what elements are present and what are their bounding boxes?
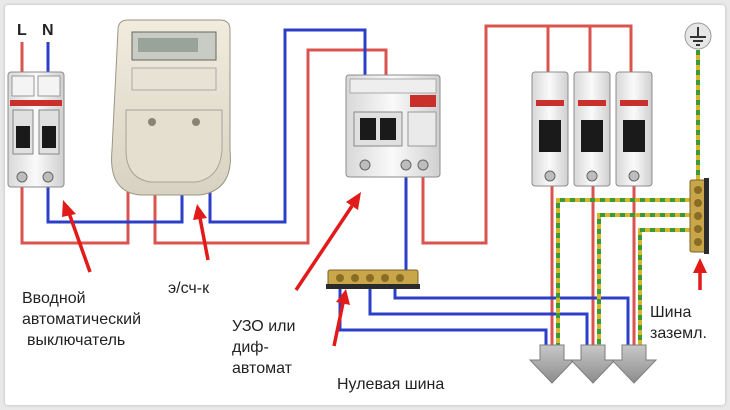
neutral-wires	[46, 28, 630, 345]
pointer-arrows	[62, 192, 707, 347]
neutral-bus-label: Нулевая шина	[337, 376, 445, 393]
earth-wire-3	[638, 228, 695, 345]
neutral-wire-breaker-to-meter	[46, 185, 184, 224]
output-breaker-1	[531, 71, 569, 187]
ground-bus	[689, 178, 709, 254]
phase-wire-breaker-to-meter	[20, 185, 130, 245]
rcd-device	[345, 74, 441, 178]
ground-bus-label: Шина заземл.	[650, 304, 707, 342]
output-arrow-icon	[528, 344, 576, 384]
pointer-arrow-ground-bus	[693, 258, 707, 290]
output-breaker-3	[615, 71, 653, 187]
output-breakers	[531, 71, 653, 187]
output-breaker-2	[573, 71, 611, 187]
output-arrow-icon	[569, 344, 617, 384]
pointer-arrow-rcd	[294, 192, 361, 291]
phase-wire-rcd-to-breakers	[421, 24, 633, 245]
energy-meter	[111, 19, 231, 196]
pointer-arrow-meter	[193, 204, 210, 261]
earth-wires	[556, 50, 700, 345]
terminal-l-label: L	[17, 22, 27, 39]
output-arrow-icon	[610, 344, 658, 384]
input-breaker	[7, 71, 65, 188]
phase-wire-meter-to-rcd	[153, 48, 388, 245]
neutral-out-3	[393, 285, 630, 345]
pointer-arrow-neutral-bus	[332, 289, 350, 347]
earth-wire-2	[597, 213, 695, 345]
neutral-out-2	[368, 285, 589, 345]
pointer-arrow-input-breaker	[62, 200, 92, 273]
earth-wire-1	[556, 198, 695, 345]
neutral-wire-meter-to-rcd	[208, 28, 367, 224]
output-arrows	[528, 344, 658, 384]
neutral-bus	[326, 269, 420, 289]
neutral-out-1	[338, 285, 548, 345]
input-breaker-label: Вводной автоматический выключатель	[22, 290, 142, 349]
meter-label: э/сч-к	[168, 280, 210, 297]
phase-wires	[20, 24, 636, 345]
rcd-label: УЗО или диф- автомат	[232, 318, 296, 377]
terminal-n-label: N	[42, 22, 54, 39]
ground-symbol-icon	[684, 22, 712, 50]
